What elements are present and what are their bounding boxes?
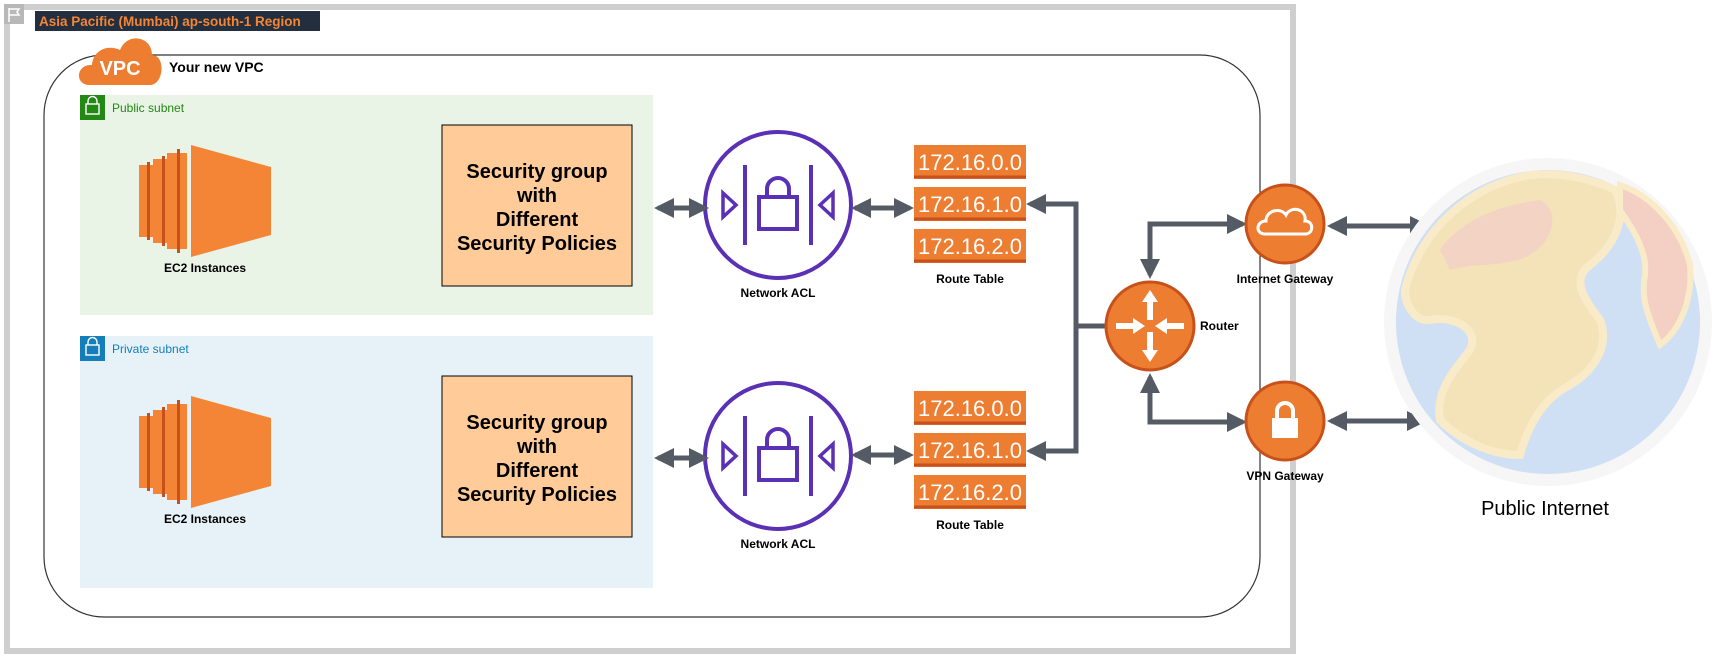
route-entry: 172.16.1.0 <box>918 192 1022 217</box>
public-subnet-label: Public subnet <box>112 101 185 115</box>
vpc-cloud-icon: VPC <box>78 38 162 85</box>
route-entry: 172.16.2.0 <box>918 480 1022 505</box>
region-flag-icon <box>4 4 24 24</box>
globe-icon <box>1384 158 1712 486</box>
lock-icon <box>80 336 105 361</box>
network-acl-label: Network ACL <box>741 537 816 551</box>
security-group-text: Security Policies <box>457 484 617 506</box>
vpn-gateway-label: VPN Gateway <box>1246 469 1324 483</box>
security-group-text: with <box>516 436 557 458</box>
internet-gateway-icon <box>1244 183 1326 265</box>
security-group-text: Security group <box>466 161 607 183</box>
ec2-label: EC2 Instances <box>164 512 246 526</box>
private-subnet-label: Private subnet <box>112 342 189 356</box>
public-internet-label: Public Internet <box>1481 498 1609 520</box>
vpn-gateway-icon <box>1244 380 1326 462</box>
route-entry: 172.16.0.0 <box>918 150 1022 175</box>
security-group-box: Security group with Different Security P… <box>441 124 633 287</box>
security-group-text: Different <box>496 460 579 482</box>
route-table-label: Route Table <box>936 272 1004 286</box>
route-entry: 172.16.1.0 <box>918 438 1022 463</box>
ec2-icon <box>139 396 271 508</box>
network-acl-icon <box>703 381 853 531</box>
route-entry: 172.16.2.0 <box>918 234 1022 259</box>
router-icon <box>1104 280 1196 372</box>
route-entry: 172.16.0.0 <box>918 396 1022 421</box>
route-table-label: Route Table <box>936 518 1004 532</box>
security-group-text: with <box>516 185 557 207</box>
router-label: Router <box>1200 319 1239 333</box>
ec2-label: EC2 Instances <box>164 261 246 275</box>
security-group-text: Different <box>496 209 579 231</box>
ec2-icon <box>139 145 271 257</box>
security-group-box: Security group with Different Security P… <box>441 375 633 538</box>
network-acl-label: Network ACL <box>741 286 816 300</box>
internet-gateway-label: Internet Gateway <box>1237 272 1334 286</box>
route-table: 172.16.0.0 172.16.1.0 172.16.2.0 <box>914 145 1026 263</box>
lock-icon <box>80 95 105 120</box>
network-acl-icon <box>703 130 853 280</box>
security-group-text: Security Policies <box>457 233 617 255</box>
security-group-text: Security group <box>466 412 607 434</box>
route-table: 172.16.0.0 172.16.1.0 172.16.2.0 <box>914 391 1026 509</box>
connector-arrows <box>654 194 1430 468</box>
vpc-title: Your new VPC <box>169 59 264 75</box>
vpc-badge: VPC <box>99 58 140 80</box>
region-label: Asia Pacific (Mumbai) ap-south-1 Region <box>39 14 301 29</box>
